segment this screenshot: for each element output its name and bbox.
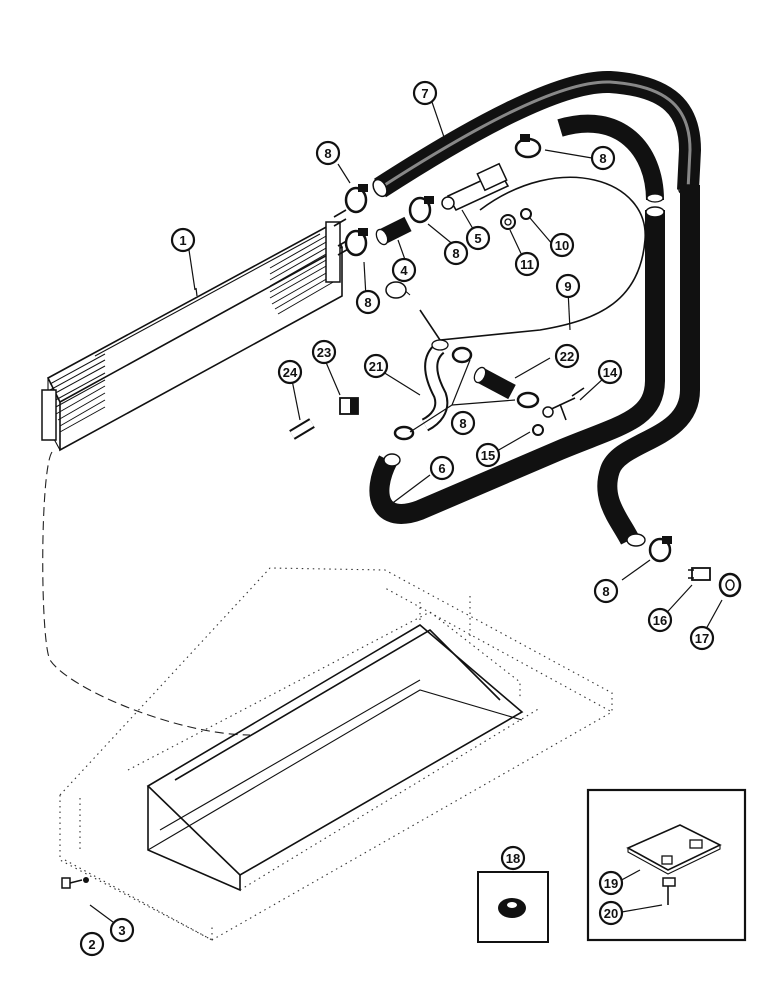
alignment-line	[42, 451, 251, 736]
hose-22	[473, 366, 516, 400]
callout-7: 7	[412, 80, 438, 106]
callout-8-f: 8	[593, 578, 619, 604]
valve-5	[441, 162, 510, 212]
callout-24: 24	[277, 359, 303, 385]
svg-text:5: 5	[474, 231, 481, 246]
heater-core	[41, 209, 351, 452]
svg-text:8: 8	[459, 416, 466, 431]
clamp-8-mid	[408, 196, 434, 224]
hose-return	[557, 114, 700, 547]
callout-9: 9	[555, 273, 581, 299]
svg-text:8: 8	[452, 246, 459, 261]
svg-text:1: 1	[179, 233, 186, 248]
svg-text:11: 11	[520, 257, 534, 272]
fitting-15	[532, 424, 544, 436]
callout-11: 11	[514, 251, 540, 277]
nut-11	[500, 214, 516, 230]
svg-text:19: 19	[604, 876, 618, 891]
svg-text:22: 22	[560, 349, 574, 364]
svg-text:20: 20	[604, 906, 618, 921]
svg-text:24: 24	[283, 365, 298, 380]
clamp-8-top-right	[514, 134, 542, 159]
hose-6	[369, 206, 665, 524]
valve-14	[542, 387, 585, 421]
svg-text:21: 21	[369, 359, 383, 374]
clamp-8-top-left	[344, 184, 368, 214]
clamp-8-center	[393, 346, 540, 441]
callout-15: 15	[475, 442, 501, 468]
clip-23	[339, 397, 359, 415]
svg-text:8: 8	[324, 146, 331, 161]
svg-text:4: 4	[400, 263, 408, 278]
svg-text:7: 7	[421, 86, 428, 101]
callout-5: 5	[465, 225, 491, 251]
clamp-8-bottom-right	[648, 536, 672, 563]
svg-text:8: 8	[599, 151, 606, 166]
svg-text:2: 2	[88, 937, 95, 952]
callout-20: 20	[598, 900, 624, 926]
heater-box	[59, 567, 613, 941]
inset-18	[477, 871, 549, 943]
svg-text:16: 16	[653, 613, 667, 628]
callout-10: 10	[549, 232, 575, 258]
callout-18: 18	[500, 845, 526, 871]
callout-22: 22	[554, 343, 580, 369]
fitting-16	[688, 567, 711, 581]
svg-text:8: 8	[602, 584, 609, 599]
svg-text:23: 23	[317, 345, 331, 360]
tube-21	[421, 339, 449, 432]
callout-17: 17	[689, 625, 715, 651]
screw-2	[61, 877, 83, 889]
callout-8-a: 8	[315, 140, 341, 166]
svg-text:15: 15	[481, 448, 495, 463]
washer-3	[83, 877, 89, 883]
svg-text:17: 17	[695, 631, 709, 646]
callout-3: 3	[109, 917, 135, 943]
callout-21: 21	[363, 353, 389, 379]
callout-8-b: 8	[355, 289, 381, 315]
callout-8-e: 8	[450, 410, 476, 436]
callout-23: 23	[311, 339, 337, 365]
svg-text:9: 9	[564, 279, 571, 294]
tube-24	[289, 418, 315, 440]
cable-9	[385, 176, 646, 341]
tube-4	[375, 216, 412, 246]
clamp-8-left	[344, 228, 368, 257]
svg-text:18: 18	[506, 851, 520, 866]
callout-14: 14	[597, 359, 623, 385]
washer-10	[520, 208, 532, 220]
fitting-17	[718, 572, 742, 598]
svg-text:3: 3	[118, 923, 125, 938]
callout-19: 19	[598, 870, 624, 896]
callout-2: 2	[79, 931, 105, 957]
callout-8-c: 8	[443, 240, 469, 266]
callout-16: 16	[647, 607, 673, 633]
svg-text:14: 14	[603, 365, 618, 380]
svg-text:8: 8	[364, 295, 371, 310]
svg-text:10: 10	[555, 238, 569, 253]
svg-text:6: 6	[438, 461, 445, 476]
callout-8-d: 8	[590, 145, 616, 171]
callout-6: 6	[429, 455, 455, 481]
callout-1: 1	[170, 227, 196, 253]
callout-4: 4	[391, 257, 417, 283]
